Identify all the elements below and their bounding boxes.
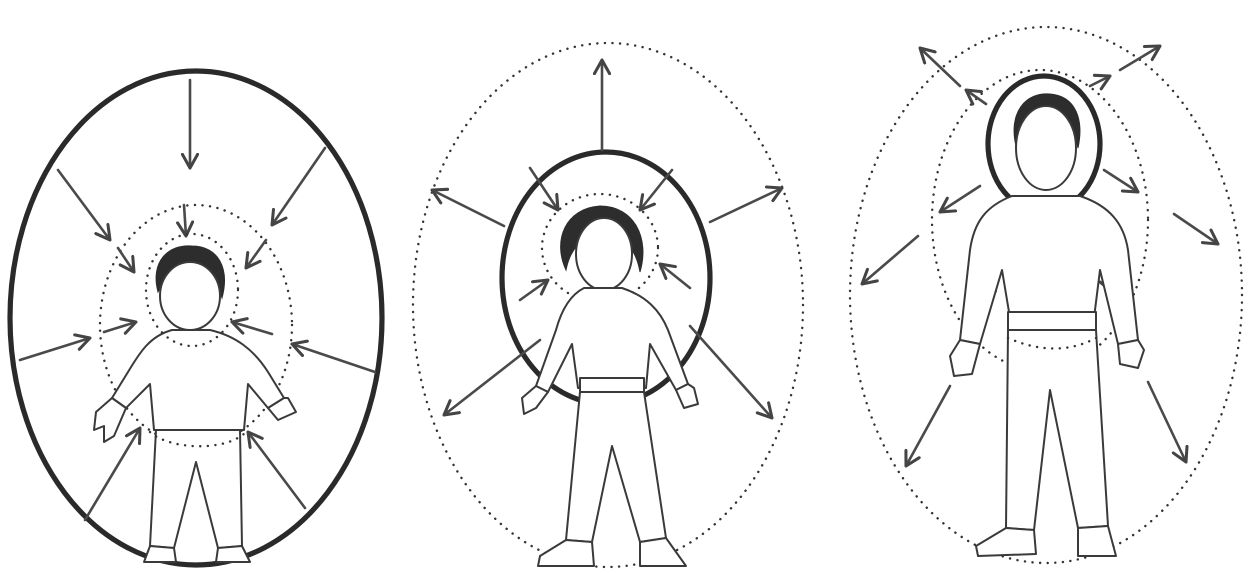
arrow-inward-lower-right xyxy=(248,432,305,508)
arrow-outward-right xyxy=(1174,214,1218,244)
panel-3 xyxy=(850,27,1242,563)
arrow-inward-left xyxy=(20,338,90,360)
arrow-small-left xyxy=(118,248,134,272)
arrow-inner-left xyxy=(520,280,548,300)
adolescent-belt xyxy=(580,378,644,392)
child-head xyxy=(160,262,220,330)
arrow-small-mid-left xyxy=(104,322,136,332)
arrow-outward-lower-right xyxy=(1148,382,1186,462)
arrow-inward-lower-left xyxy=(85,428,140,520)
arrow-outward-top-right xyxy=(1120,46,1160,70)
arrow-outward-lower-right xyxy=(690,326,772,418)
panel-1 xyxy=(10,71,382,565)
arrow-inward-upper-right xyxy=(272,148,325,225)
adolescent-legs xyxy=(566,392,666,542)
adolescent-right-hand xyxy=(676,384,698,408)
arrow-inner-right xyxy=(660,264,690,288)
child-legs xyxy=(150,430,242,548)
arrow-small-top-right xyxy=(1090,76,1110,86)
adult-shoes xyxy=(976,526,1116,556)
child-shoes xyxy=(144,546,250,562)
arrow-mid-right xyxy=(1104,170,1138,192)
arrow-mid-left xyxy=(940,186,980,212)
arrow-inner-upper-right xyxy=(640,170,672,210)
arrow-small-top-left xyxy=(966,90,986,104)
adult-head xyxy=(1016,106,1076,190)
adult-right-hand xyxy=(1118,340,1144,368)
arrow-inward-right xyxy=(292,344,375,372)
arrow-outward-lower-left xyxy=(906,386,950,466)
child-figure xyxy=(94,234,296,562)
adult-belt xyxy=(1008,312,1096,330)
adult-left-hand xyxy=(950,340,980,376)
arrow-outward-left xyxy=(862,236,918,284)
panel-2 xyxy=(413,43,803,567)
arrow-outward-left xyxy=(432,190,504,226)
adolescent-head xyxy=(576,218,632,290)
arrow-inward-upper-left xyxy=(58,170,110,240)
adolescent-torso xyxy=(536,288,688,392)
adolescent-left-hand xyxy=(522,386,548,414)
adult-legs xyxy=(1006,330,1108,530)
arrow-small-top xyxy=(184,205,186,236)
child-left-hand xyxy=(94,398,126,442)
arrow-outward-top-left xyxy=(920,48,960,86)
adult-figure xyxy=(950,94,1144,556)
adolescent-figure xyxy=(522,206,698,566)
arrow-small-right xyxy=(246,240,266,268)
arrow-small-mid-right xyxy=(232,322,272,334)
adolescent-shoes xyxy=(538,538,686,566)
arrow-outward-right xyxy=(710,188,782,222)
